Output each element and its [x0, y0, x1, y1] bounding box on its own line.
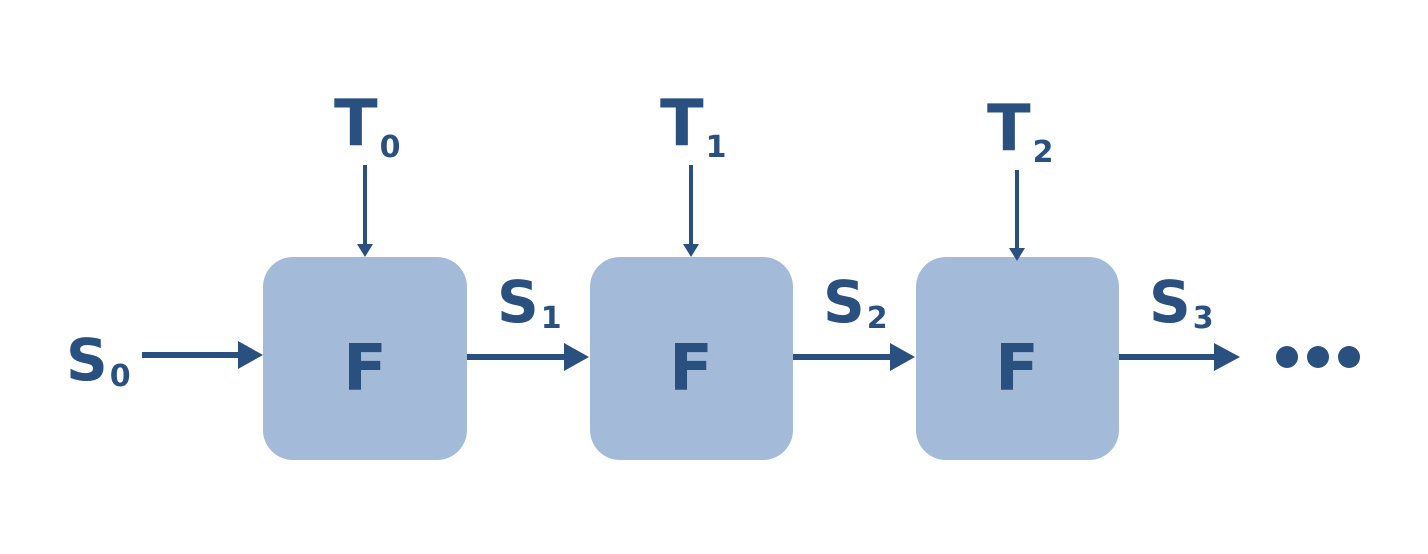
input-letter: T: [334, 87, 378, 161]
state-letter: S: [66, 326, 108, 394]
block-1: F: [590, 257, 793, 460]
svg-text:S2: S2: [823, 268, 888, 336]
block-box: [590, 257, 793, 460]
state-subscript: 1: [541, 301, 562, 336]
svg-text:T2: T2: [987, 92, 1054, 170]
block-label: F: [995, 332, 1039, 406]
input-subscript: 0: [380, 130, 401, 165]
block-box: [263, 257, 467, 460]
ellipsis-dot: [1307, 346, 1329, 368]
state-arrow-2: [793, 343, 915, 371]
input-arrow-0: [357, 165, 373, 257]
state-subscript: 3: [1193, 301, 1214, 336]
state-subscript: 0: [110, 359, 131, 394]
state-arrow-0: [142, 341, 263, 369]
state-letter: S: [1149, 268, 1191, 336]
input-letter: T: [987, 92, 1031, 166]
svg-text:T1: T1: [660, 87, 727, 165]
arrow-head: [564, 343, 589, 371]
input-arrow-1: [683, 165, 699, 257]
arrow-head: [1214, 343, 1240, 371]
input-subscript: 2: [1033, 135, 1054, 170]
input-subscript: 1: [706, 130, 727, 165]
block-0: F: [263, 257, 467, 460]
state-letter: S: [823, 268, 865, 336]
block-label: F: [669, 332, 713, 406]
state-letter: S: [497, 268, 539, 336]
arrow-head: [890, 343, 915, 371]
state-label-1: S1: [497, 268, 562, 336]
svg-text:T0: T0: [334, 87, 401, 165]
arrow-head: [683, 244, 699, 257]
state-arrow-1: [467, 343, 589, 371]
continuation-ellipsis: [1276, 346, 1360, 368]
svg-text:S0: S0: [66, 326, 131, 394]
input-label-0: T0: [334, 87, 401, 165]
block-label: F: [343, 332, 387, 406]
block-2: F: [916, 257, 1119, 460]
arrow-head: [357, 244, 373, 257]
arrow-head: [1009, 248, 1025, 261]
state-label-2: S2: [823, 268, 888, 336]
state-subscript: 2: [867, 301, 888, 336]
block-box: [916, 257, 1119, 460]
input-arrow-2: [1009, 170, 1025, 261]
input-label-2: T2: [987, 92, 1054, 170]
ellipsis-dot: [1338, 346, 1360, 368]
input-letter: T: [660, 87, 704, 161]
arrow-head: [238, 341, 263, 369]
input-label-1: T1: [660, 87, 727, 165]
state-label-3: S3: [1149, 268, 1214, 336]
svg-text:S1: S1: [497, 268, 562, 336]
state-arrow-3: [1119, 343, 1240, 371]
state-label-0: S0: [66, 326, 131, 394]
svg-text:S3: S3: [1149, 268, 1214, 336]
ellipsis-dot: [1276, 346, 1298, 368]
